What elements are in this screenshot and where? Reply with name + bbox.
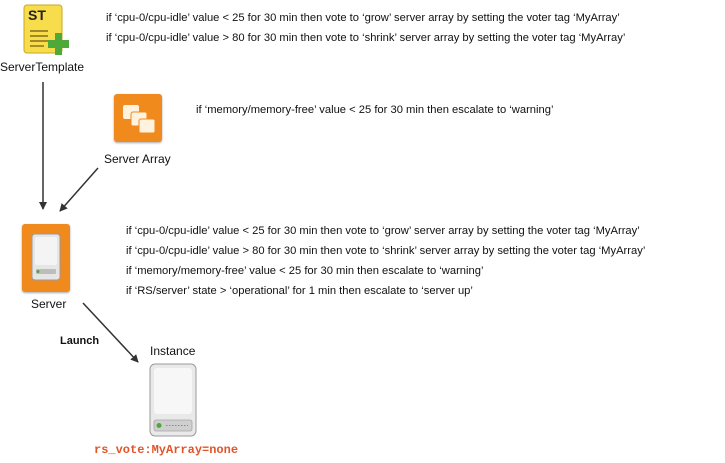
- rule-text: if ‘memory/memory-free’ value < 25 for 3…: [196, 104, 554, 116]
- instance-icon[interactable]: [146, 362, 202, 440]
- arrow-array-to-server: [59, 167, 99, 212]
- server-template-icon-text: ST: [28, 7, 46, 23]
- server-template-rules: if ‘cpu-0/cpu-idle’ value < 25 for 30 mi…: [106, 8, 625, 48]
- server-rules: if ‘cpu-0/cpu-idle’ value < 25 for 30 mi…: [126, 221, 645, 301]
- server-array-rules: if ‘memory/memory-free’ value < 25 for 3…: [196, 100, 553, 120]
- server-array-label: Server Array: [104, 152, 171, 166]
- server-label: Server: [31, 297, 67, 311]
- rule-text: if ‘cpu-0/cpu-idle’ value > 80 for 30 mi…: [126, 245, 646, 257]
- server-template-label: ServerTemplate: [0, 60, 85, 74]
- instance-tag: rs_vote:MyArray=none: [94, 443, 239, 457]
- rule-text: if ‘memory/memory-free’ value < 25 for 3…: [126, 265, 484, 277]
- server-template-icon[interactable]: ST: [22, 3, 72, 57]
- launch-label: Launch: [60, 335, 100, 347]
- rule-text: if ‘cpu-0/cpu-idle’ value > 80 for 30 mi…: [106, 32, 626, 44]
- server-array-icon[interactable]: [114, 94, 162, 142]
- rule-text: if ‘cpu-0/cpu-idle’ value < 25 for 30 mi…: [106, 12, 620, 24]
- arrow-launch-to-instance: [82, 302, 139, 363]
- rule-text: if ‘cpu-0/cpu-idle’ value < 25 for 30 mi…: [126, 225, 640, 237]
- rule-text: if ‘RS/server’ state > ‘operational’ for…: [126, 285, 473, 297]
- server-icon[interactable]: [22, 224, 70, 292]
- instance-label: Instance: [150, 344, 196, 358]
